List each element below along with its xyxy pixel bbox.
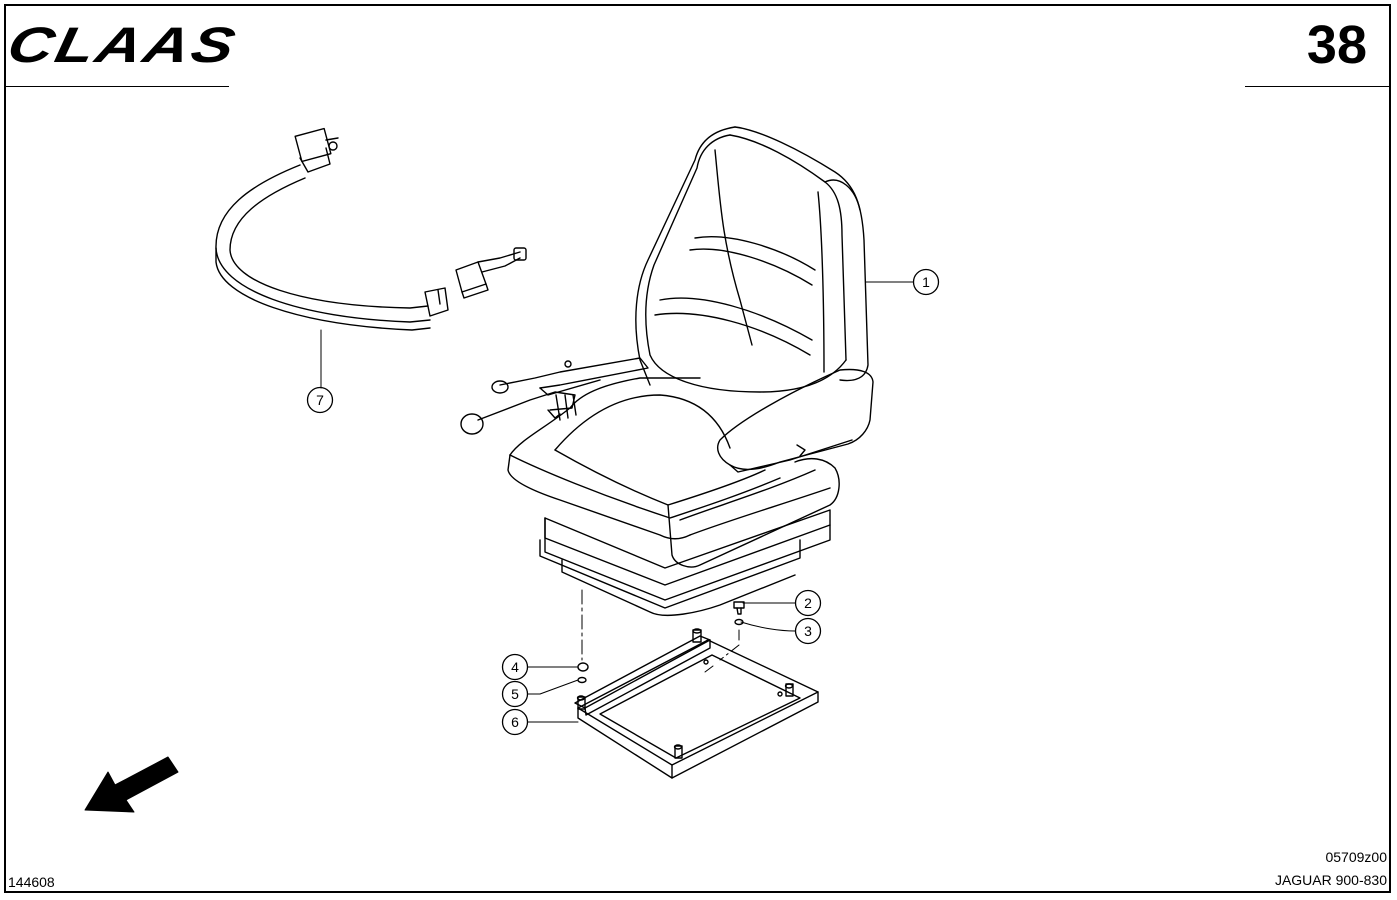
callout-7-label: 7 <box>316 392 324 408</box>
callout-6-label: 6 <box>511 714 519 730</box>
callout-5-label: 5 <box>511 686 519 702</box>
seat-belt-drawing <box>215 127 527 389</box>
page-number: 38 <box>1306 15 1367 75</box>
header-rule-left <box>4 86 229 87</box>
mounting-frame-drawing <box>574 628 819 779</box>
fasteners-drawing <box>577 589 745 684</box>
callout-4: 4 <box>501 653 529 681</box>
seat-drawing <box>460 126 914 616</box>
callout-4-label: 4 <box>511 659 519 675</box>
header-rule-right <box>1245 86 1391 87</box>
callout-1: 1 <box>912 268 940 296</box>
drawing-number: 144608 <box>8 874 55 890</box>
callout-5: 5 <box>501 680 529 708</box>
callout-7: 7 <box>306 386 334 414</box>
callout-leaders <box>527 602 796 723</box>
callout-2-label: 2 <box>804 595 812 611</box>
callout-3-label: 3 <box>804 623 812 639</box>
model-name: JAGUAR 900-830 <box>1274 872 1387 888</box>
callout-1-label: 1 <box>922 274 930 290</box>
arrow-down-left-icon <box>84 756 179 813</box>
drawing-sheet-border <box>4 4 1391 893</box>
callout-6: 6 <box>501 708 529 736</box>
reference-code: 05709z00 <box>1325 849 1387 865</box>
callout-2: 2 <box>794 589 822 617</box>
callout-3: 3 <box>794 617 822 645</box>
